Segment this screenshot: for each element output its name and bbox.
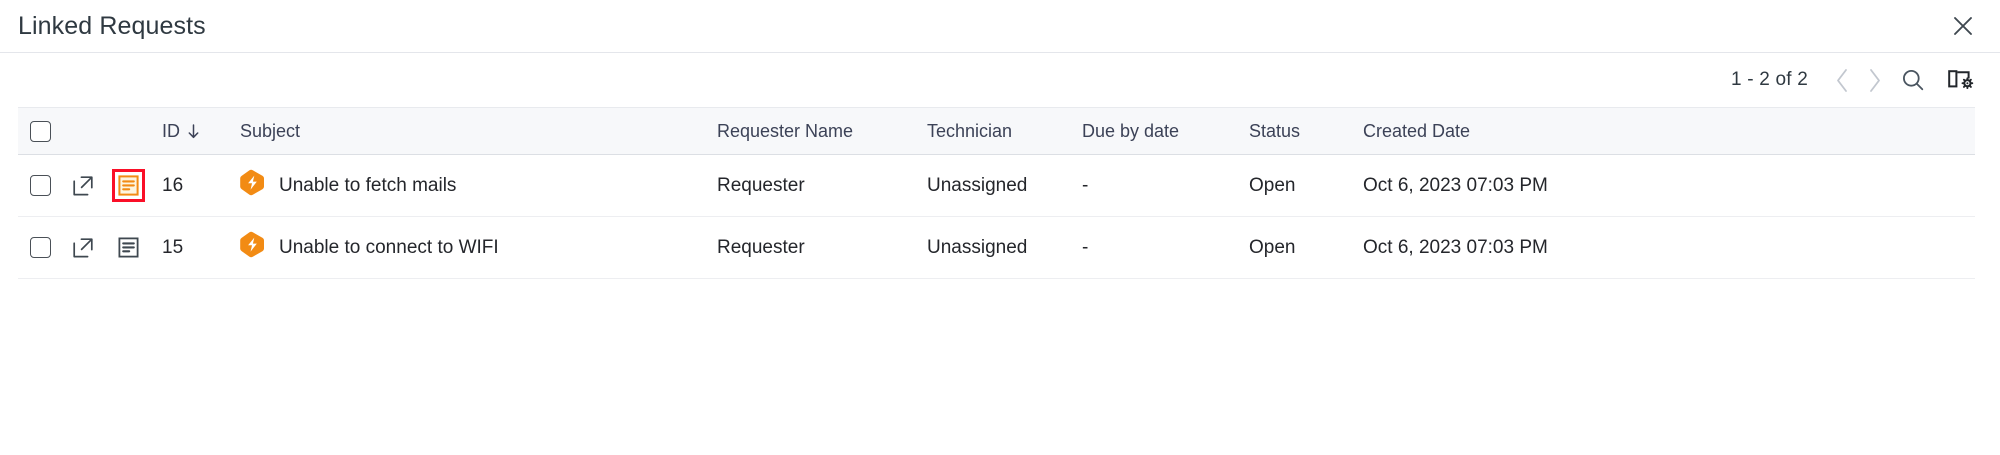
cell-subject-text[interactable]: Unable to connect to WIFI bbox=[279, 236, 499, 258]
column-header-technician[interactable]: Technician bbox=[927, 121, 1082, 142]
notes-highlight-box bbox=[111, 169, 145, 202]
table-header-row: ID Subject Requester Name Technician Due… bbox=[18, 107, 1975, 155]
open-in-new-tab-button[interactable] bbox=[62, 237, 104, 259]
external-link-icon bbox=[72, 175, 94, 197]
row-select-checkbox-cell bbox=[18, 175, 62, 196]
column-header-id-label: ID bbox=[162, 120, 180, 141]
cell-subject-text[interactable]: Unable to fetch mails bbox=[279, 174, 457, 196]
cell-id: 15 bbox=[162, 236, 184, 258]
column-header-technician-label: Technician bbox=[927, 120, 1013, 141]
table-row[interactable]: 15 Unable to connect to WIFI Requester U… bbox=[18, 217, 1975, 279]
cell-technician: Unassigned bbox=[927, 236, 1028, 258]
cell-requester-name: Requester bbox=[717, 174, 805, 196]
cell-status: Open bbox=[1249, 236, 1296, 258]
cell-subject: Unable to fetch mails bbox=[240, 169, 717, 202]
search-icon[interactable] bbox=[1896, 63, 1930, 97]
cell-id: 16 bbox=[162, 174, 184, 196]
pagination-count: 1 - 2 of 2 bbox=[1731, 69, 1808, 90]
column-header-requester-name-label: Requester Name bbox=[717, 120, 854, 141]
column-header-due-by-date[interactable]: Due by date bbox=[1082, 121, 1249, 142]
cell-created-date: Oct 6, 2023 07:03 PM bbox=[1363, 236, 1548, 258]
external-link-icon bbox=[72, 237, 94, 259]
cell-status: Open bbox=[1249, 174, 1296, 196]
linked-requests-table: ID Subject Requester Name Technician Due… bbox=[18, 107, 1975, 279]
column-header-status-label: Status bbox=[1249, 120, 1301, 141]
cell-due-by-date: - bbox=[1082, 236, 1089, 258]
cell-created-date: Oct 6, 2023 07:03 PM bbox=[1363, 174, 1548, 196]
column-header-id[interactable]: ID bbox=[152, 121, 240, 142]
column-header-created-date[interactable]: Created Date bbox=[1363, 121, 1663, 142]
chevron-left-icon[interactable] bbox=[1826, 64, 1858, 96]
row-select-checkbox[interactable] bbox=[30, 175, 51, 196]
select-all-checkbox-cell bbox=[18, 120, 62, 142]
notes-button[interactable] bbox=[104, 237, 152, 258]
column-header-created-date-label: Created Date bbox=[1363, 120, 1471, 141]
sort-descending-icon bbox=[187, 123, 200, 139]
notes-icon bbox=[117, 175, 139, 196]
cell-due-by-date: - bbox=[1082, 174, 1089, 196]
column-header-subject-label: Subject bbox=[240, 120, 301, 141]
column-header-subject[interactable]: Subject bbox=[240, 121, 717, 142]
column-header-status[interactable]: Status bbox=[1249, 121, 1363, 142]
column-header-requester-name[interactable]: Requester Name bbox=[717, 121, 927, 142]
page-title: Linked Requests bbox=[18, 11, 206, 40]
request-hexagon-icon bbox=[240, 169, 265, 202]
select-all-checkbox[interactable] bbox=[30, 120, 51, 142]
table-row[interactable]: 16 Unable to fetch mails Requester Unass… bbox=[18, 155, 1975, 217]
column-header-due-by-date-label: Due by date bbox=[1082, 120, 1180, 141]
row-select-checkbox-cell bbox=[18, 237, 62, 258]
chevron-right-icon[interactable] bbox=[1858, 64, 1890, 96]
table-toolbar: 1 - 2 of 2 bbox=[0, 53, 2000, 107]
dialog-titlebar: Linked Requests bbox=[0, 0, 2000, 53]
close-icon[interactable] bbox=[1946, 9, 1980, 43]
cell-requester-name: Requester bbox=[717, 236, 805, 258]
open-in-new-tab-button[interactable] bbox=[62, 175, 104, 197]
column-settings-icon[interactable] bbox=[1944, 63, 1978, 97]
cell-subject: Unable to connect to WIFI bbox=[240, 231, 717, 264]
notes-icon bbox=[117, 237, 139, 258]
request-hexagon-icon bbox=[240, 231, 265, 264]
notes-button[interactable] bbox=[104, 169, 152, 202]
cell-technician: Unassigned bbox=[927, 174, 1028, 196]
row-select-checkbox[interactable] bbox=[30, 237, 51, 258]
